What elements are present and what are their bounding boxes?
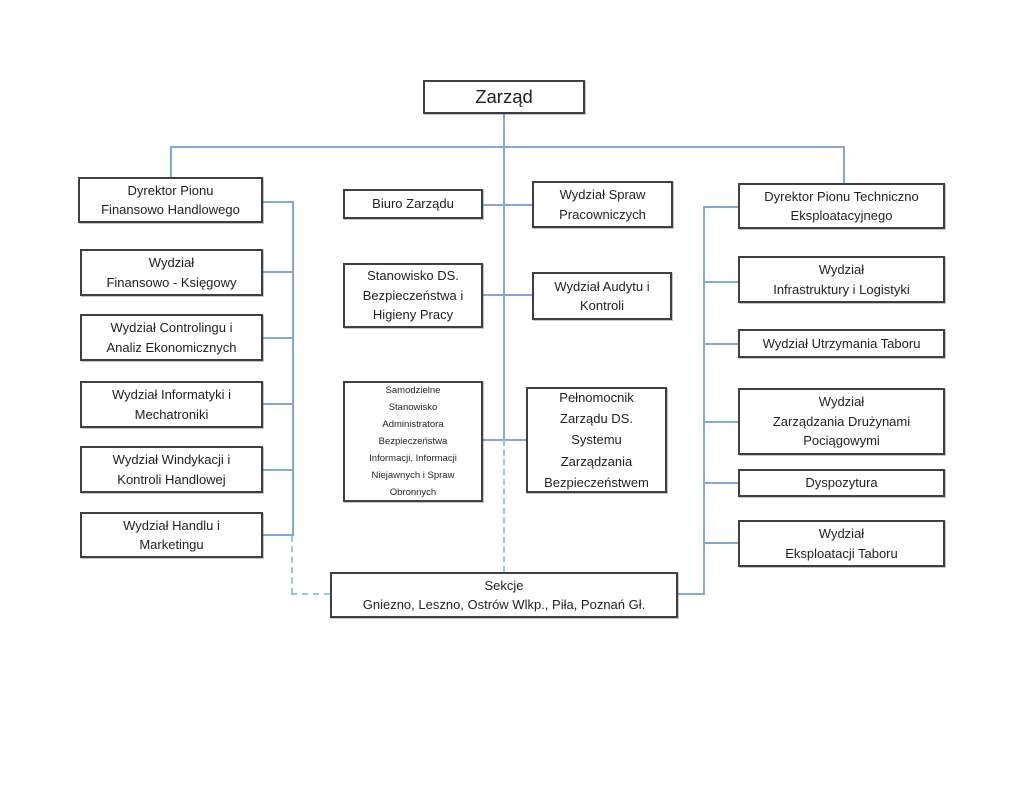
node-wydzial-audytu-i-kontroli: Wydział Audytu i Kontroli (532, 272, 672, 320)
connector-left-director-to-spine (263, 201, 294, 203)
node-wydzial-infrastruktury-i-logistyki: Wydział Infrastruktury i Logistyki (738, 256, 945, 303)
node-wydzial-finansowo-ksiegowy: Wydział Finansowo - Księgowy (80, 249, 263, 296)
node-wydzial-informatyki-i-mechatroniki: Wydział Informatyki i Mechatroniki (80, 381, 263, 428)
connector-right-dyspozytura (703, 482, 738, 484)
connector-left-handlu (263, 534, 294, 536)
connector-right-spine (703, 206, 705, 595)
connector-right-spine-to-director (703, 206, 738, 208)
node-pelnomocnik-zarzadu-ds-systemu: Pełnomocnik Zarządu DS. Systemu Zarządza… (526, 387, 667, 493)
node-dyrektor-pionu-finansowo-handlowego: Dyrektor Pionu Finansowo Handlowego (78, 177, 263, 223)
connector-zarzad-stem (503, 113, 505, 147)
connector-drop-left-director (170, 146, 172, 178)
node-wydzial-handlu-i-marketingu: Wydział Handlu i Marketingu (80, 512, 263, 558)
connector-dashed-left-to-sekcje (291, 593, 330, 595)
connector-left-windykacji (263, 469, 294, 471)
connector-left-informatyki (263, 403, 294, 405)
node-stanowisko-ds-bezpieczenstwa-i-higieny-pracy: Stanowisko DS. Bezpieczeństwa i Higieny … (343, 263, 483, 328)
connector-dashed-left-vertical (291, 536, 293, 594)
connector-right-zarzadzania (703, 421, 738, 423)
connector-central-spine (503, 146, 505, 440)
node-dyrektor-pionu-techniczno-eksploatacyjnego: Dyrektor Pionu Techniczno Eksploatacyjne… (738, 183, 945, 229)
connector-right-infrastruktury (703, 281, 738, 283)
connector-left-controlingu (263, 337, 294, 339)
node-zarzad: Zarząd (423, 80, 585, 114)
node-wydzial-windykacji-i-kontroli-handlowej: Wydział Windykacji i Kontroli Handlowej (80, 446, 263, 493)
connector-right-eksploatacji (703, 542, 738, 544)
connector-left-spine (292, 201, 294, 536)
node-wydzial-controlingu-i-analiz-ekonomicznych: Wydział Controlingu i Analiz Ekonomiczny… (80, 314, 263, 361)
connector-right-spine-to-sekcje (678, 593, 705, 595)
node-wydzial-eksploatacji-taboru: Wydział Eksploatacji Taboru (738, 520, 945, 567)
node-wydzial-zarzadzania-druzynami-pociagowymi: Wydział Zarządzania Drużynami Pociągowym… (738, 388, 945, 455)
connector-biuro-spraw (483, 204, 532, 206)
connector-stanowisko-audytu (483, 294, 532, 296)
node-dyspozytura: Dyspozytura (738, 469, 945, 497)
node-wydzial-utrzymania-taboru: Wydział Utrzymania Taboru (738, 329, 945, 358)
node-samodzielne-stanowisko-administratora: Samodzielne Stanowisko Administratora Be… (343, 381, 483, 502)
connector-dashed-central-to-sekcje (503, 440, 505, 572)
connector-right-utrzymania (703, 343, 738, 345)
node-wydzial-spraw-pracowniczych: Wydział Spraw Pracowniczych (532, 181, 673, 228)
node-sekcje: Sekcje Gniezno, Leszno, Ostrów Wlkp., Pi… (330, 572, 678, 618)
connector-top-bus (170, 146, 845, 148)
connector-left-finansowo (263, 271, 294, 273)
connector-drop-right-director (843, 146, 845, 184)
node-biuro-zarzadu: Biuro Zarządu (343, 189, 483, 219)
